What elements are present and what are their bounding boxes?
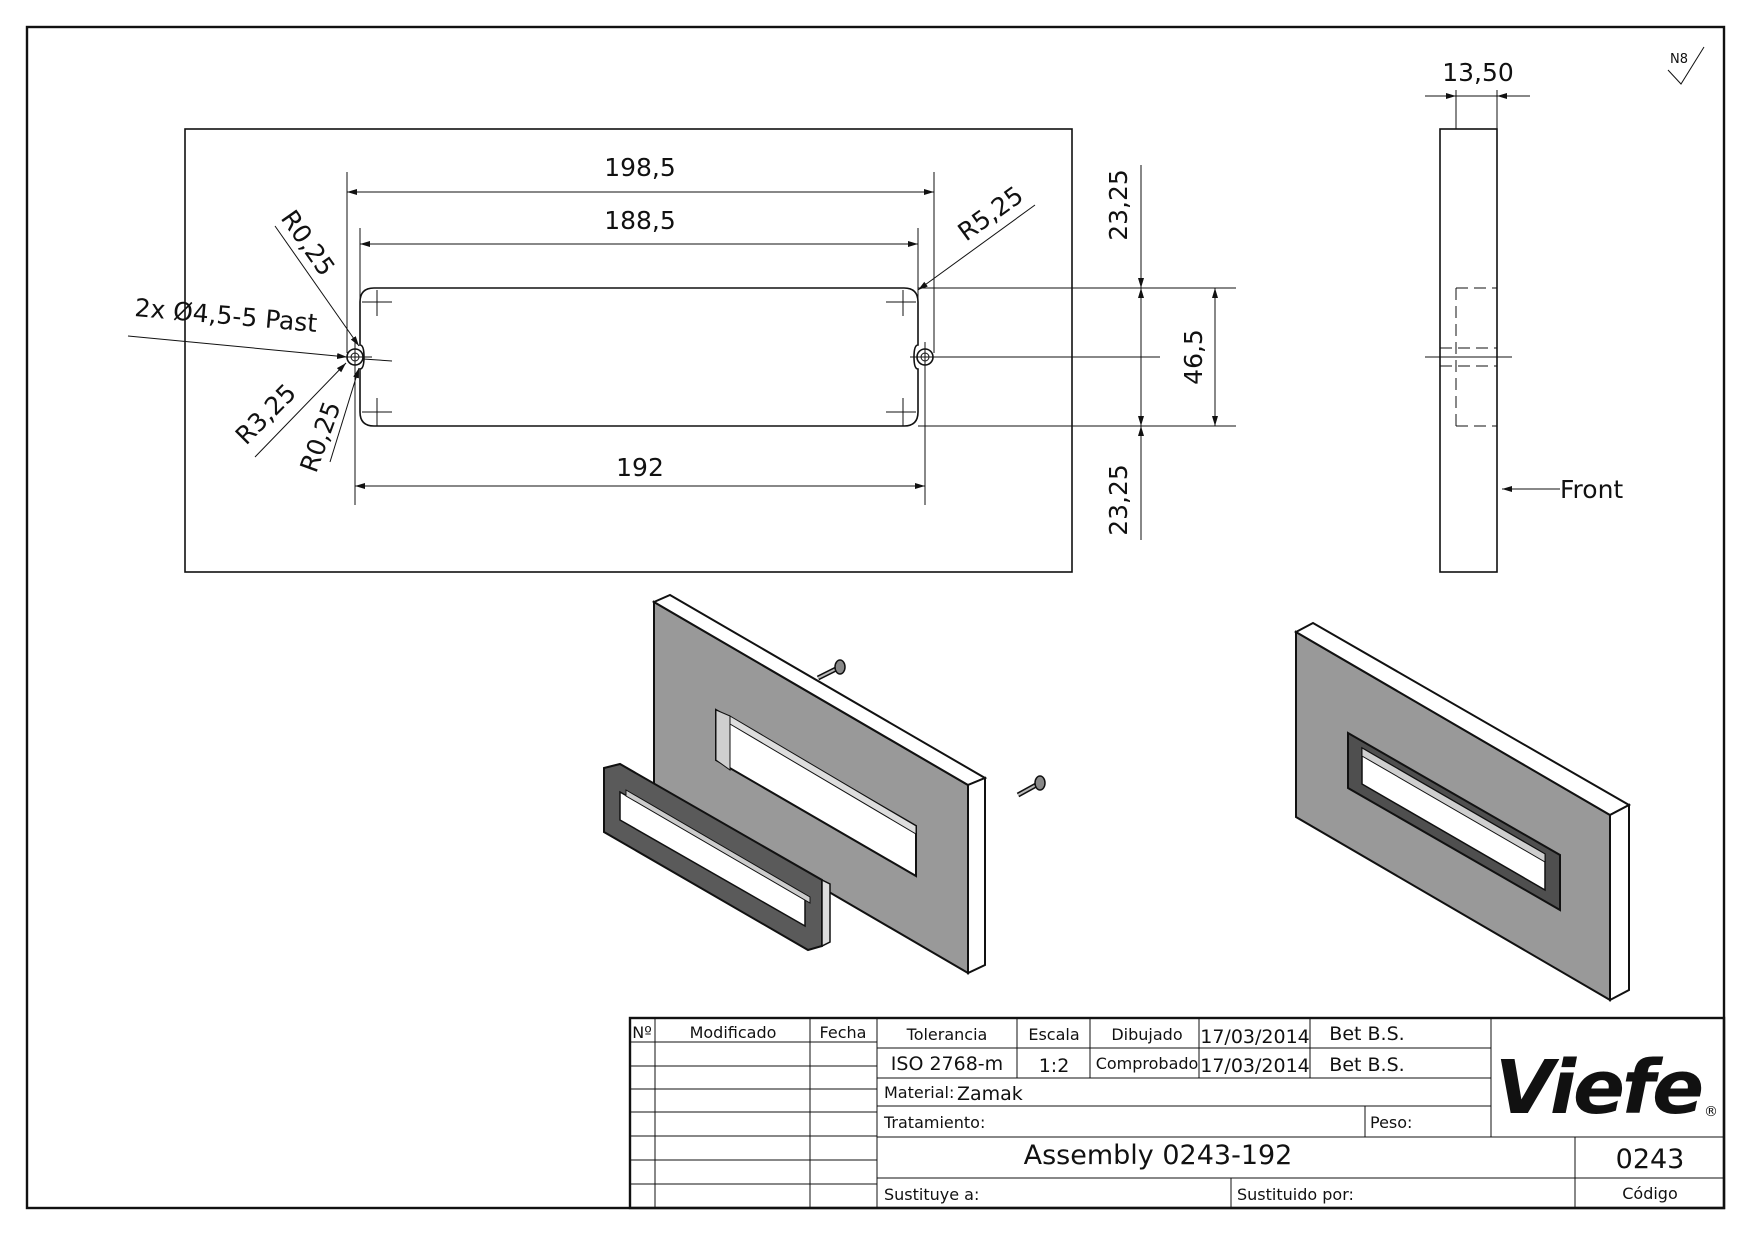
screw-right [1016, 775, 1046, 798]
dim-bottom-margin: 23,25 [1104, 464, 1133, 536]
checked-label: Comprobado [1096, 1054, 1199, 1073]
dim-top-margin: 23,25 [1104, 169, 1133, 241]
treatment-label: Tratamiento: [883, 1113, 985, 1132]
dim-notch-radius: R3,25 [230, 378, 302, 450]
drawn-label: Dibujado [1111, 1025, 1182, 1044]
tolerance-label: Tolerancia [906, 1025, 988, 1044]
title-block: Nº Modificado Fecha Tolerancia ISO 2768-… [628, 1016, 1726, 1210]
rev-modified-header: Modificado [690, 1023, 777, 1042]
sheet-border [25, 25, 1726, 1210]
screw-top [816, 659, 846, 681]
drawn-date: 17/03/2014 [1200, 1026, 1310, 1048]
isometric-exploded-view [603, 593, 1632, 1002]
code-label: Código [1622, 1184, 1678, 1203]
checked-by: Bet B.S. [1329, 1054, 1404, 1076]
dim-hole-spacing: 192 [616, 453, 664, 482]
dim-corner-radius-top: R0,25 [275, 205, 341, 281]
weight-label: Peso: [1370, 1113, 1412, 1132]
svg-text:Viefe: Viefe [1495, 1045, 1702, 1131]
checked-date: 17/03/2014 [1200, 1055, 1310, 1077]
viefe-logo: Viefe ® [1495, 1045, 1718, 1131]
front-view-plate-outline [184, 128, 1073, 573]
hole-callout: 2x Ø4,5-5 Past [133, 293, 318, 338]
drawn-by: Bet B.S. [1329, 1023, 1404, 1045]
front-view-slot-outline [359, 287, 919, 427]
scale-value: 1:2 [1039, 1055, 1070, 1077]
dim-inner-width: 188,5 [604, 206, 676, 235]
side-view-outline [1439, 128, 1498, 573]
replaced-by-label: Sustituido por: [1237, 1185, 1354, 1204]
scale-label: Escala [1028, 1025, 1079, 1044]
surface-finish-label: N8 [1670, 52, 1688, 67]
assembled-side-face [1609, 803, 1630, 1002]
tolerance-value: ISO 2768-m [891, 1053, 1003, 1075]
code-value: 0243 [1616, 1144, 1685, 1175]
front-label: Front [1560, 475, 1623, 504]
dim-height: 46,5 [1179, 329, 1208, 385]
rev-number-header: Nº [632, 1023, 652, 1042]
svg-text:®: ® [1704, 1104, 1718, 1120]
plate-side-face [967, 776, 986, 975]
drawing-title: Assembly 0243-192 [1024, 1140, 1293, 1171]
dim-overall-width: 198,5 [604, 153, 676, 182]
replaces-label: Sustituye a: [884, 1185, 979, 1204]
material-value: Zamak [957, 1083, 1023, 1105]
dim-corner-radius-bottom: R0,25 [294, 397, 346, 476]
side-view: 13,50 Front [1425, 58, 1623, 573]
material-label: Material: [884, 1083, 954, 1102]
surface-finish-symbol: N8 [1667, 46, 1705, 85]
dim-thickness: 13,50 [1442, 58, 1514, 87]
rev-date-header: Fecha [820, 1023, 867, 1042]
front-view: 198,5 188,5 192 R5,25 R0,25 2x Ø4,5-5 Pa… [127, 128, 1236, 573]
